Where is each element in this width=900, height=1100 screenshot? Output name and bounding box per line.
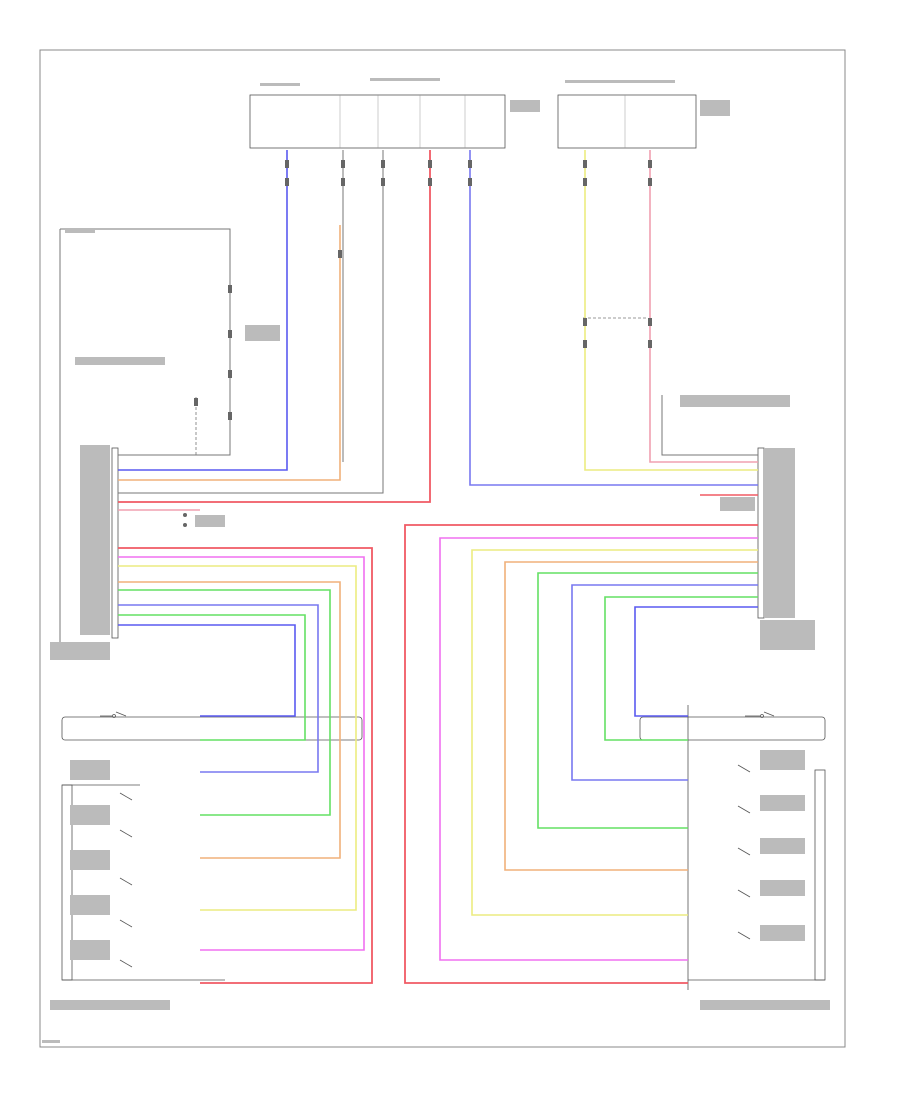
wire-gray-right-ground bbox=[661, 395, 758, 456]
wire-gray-ground-loop bbox=[60, 228, 231, 456]
wire-pink-top-right bbox=[649, 150, 758, 463]
diagram-frame bbox=[39, 49, 846, 1048]
wire-blue-top-left bbox=[118, 150, 288, 471]
wire-orange-top-left bbox=[118, 225, 341, 481]
wire-blue-left-lower bbox=[118, 604, 319, 773]
wire-green-right-lower bbox=[537, 572, 758, 829]
wire-blue-left-switch bbox=[118, 624, 296, 717]
wire-green-left-lower bbox=[118, 589, 331, 816]
wire-yellow-right-lower bbox=[471, 549, 758, 916]
left-switch-assembly bbox=[61, 716, 363, 981]
connector-markers bbox=[183, 160, 652, 527]
right-module-pin-column bbox=[757, 447, 765, 619]
wire-red-right-lower bbox=[404, 524, 758, 984]
wire-red-top-left bbox=[118, 150, 431, 503]
wire-yellow-left-lower bbox=[118, 565, 357, 911]
right-switch-contacts bbox=[737, 711, 775, 940]
wire-light-blue-top bbox=[469, 150, 758, 486]
wire-orange-right-lower bbox=[504, 561, 758, 871]
wire-blue-right-lower bbox=[571, 584, 758, 781]
wire-blue-right-switch bbox=[634, 606, 758, 717]
left-module-pin-column bbox=[111, 447, 119, 639]
wire-orange-left-lower bbox=[118, 581, 341, 859]
wire-yellow-top-right bbox=[584, 150, 758, 471]
wire-pink-left-lower bbox=[118, 556, 365, 951]
wire-green-left-switch bbox=[118, 614, 306, 741]
right-switch-assembly bbox=[639, 705, 826, 990]
unreadable-label-marks bbox=[42, 78, 830, 1043]
wire-red-left-lower bbox=[118, 547, 373, 984]
top-right-connector-block bbox=[557, 94, 697, 149]
wire-green-right-switch bbox=[604, 596, 758, 741]
left-switch-contacts bbox=[100, 711, 133, 968]
wire-pink-right-lower bbox=[439, 537, 758, 961]
top-left-connector-block bbox=[249, 94, 506, 149]
wire-gray-center bbox=[118, 150, 384, 494]
